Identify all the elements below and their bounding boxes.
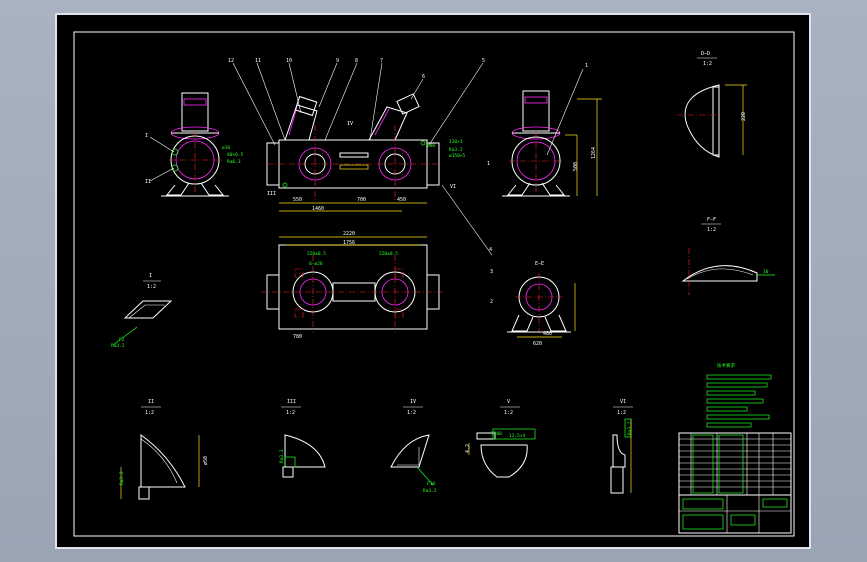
- leader-label: I: [145, 133, 148, 139]
- svg-text:F2: F2: [119, 337, 125, 343]
- dim-plan-width: 2220: [343, 231, 355, 237]
- section-title: VI: [620, 399, 626, 405]
- svg-text:3: 3: [490, 269, 493, 275]
- svg-text:Ra3.2: Ra3.2: [423, 488, 437, 494]
- section-scale: 1:2: [504, 410, 513, 416]
- svg-text:1460: 1460: [312, 206, 324, 212]
- svg-text:4.2: 4.2: [465, 444, 471, 453]
- section-title: V: [507, 399, 510, 405]
- part-number: 6: [422, 74, 425, 80]
- svg-text:220±0.5: 220±0.5: [379, 251, 398, 257]
- section-title: D—D: [701, 51, 710, 57]
- svg-text:2: 2: [490, 299, 493, 305]
- plan-view: 2220 1756 220±0.5 220±0.5 8-ø28 780: [261, 231, 445, 340]
- svg-text:VI: VI: [450, 184, 456, 190]
- svg-text:4: 4: [489, 247, 492, 253]
- section-scale: 1:2: [617, 410, 626, 416]
- technical-requirements: 技术要求: [706, 362, 772, 428]
- svg-text:480: 480: [543, 331, 552, 337]
- sheet-border: [73, 31, 795, 537]
- part-number: 12: [228, 58, 234, 64]
- left-end-view: I II ø16 80×0.5 Ra6.3: [145, 92, 244, 197]
- front-view: 550 700 450 1460 12 11 10 9 8 7 6: [228, 58, 493, 256]
- section-ff: F—F 1:2 10: [681, 217, 775, 295]
- svg-text:120×1: 120×1: [449, 139, 463, 145]
- part-number: 11: [255, 58, 261, 64]
- svg-text:550: 550: [293, 197, 302, 203]
- svg-text:ø150×5: ø150×5: [449, 153, 466, 159]
- svg-text:12.5×4: 12.5×4: [509, 433, 526, 439]
- leader-label: II: [145, 179, 151, 185]
- section-title: III: [287, 399, 296, 405]
- part-number: 10: [286, 58, 292, 64]
- svg-text:1: 1: [487, 161, 490, 167]
- svg-text:620: 620: [533, 341, 542, 347]
- svg-text:III: III: [267, 191, 276, 197]
- svg-text:ø80: ø80: [427, 143, 435, 149]
- svg-text:ø50: ø50: [203, 456, 209, 465]
- detail-vi: VI 1:2 Ra3.2: [610, 399, 633, 494]
- right-end-view: 1264 500 1 1: [487, 63, 602, 197]
- detail-iii: III 1:2 Ra3.2: [279, 399, 326, 478]
- detail-v: V 1:2 3200 12.5×4 4.2: [465, 399, 536, 478]
- leader-right-1: 1: [585, 63, 588, 69]
- detail-ii: II 1:2 Ra3.2 ø50: [119, 399, 209, 500]
- dim-plan-inner: 1756: [343, 240, 355, 246]
- section-scale: 1:2: [407, 410, 416, 416]
- section-title: IV: [410, 399, 416, 405]
- svg-text:F10: F10: [427, 481, 435, 487]
- svg-text:Ra3.2: Ra3.2: [119, 471, 125, 485]
- section-title: F—F: [707, 217, 716, 223]
- weld-symbol: ø16: [222, 145, 230, 151]
- notes-title: 技术要求: [717, 362, 735, 369]
- svg-text:Ra3.2: Ra3.2: [627, 421, 633, 435]
- svg-text:700: 700: [357, 197, 366, 203]
- svg-text:780: 780: [293, 334, 302, 340]
- detail-iv: IV 1:2 F10 Ra3.2: [390, 399, 437, 494]
- svg-text:3200: 3200: [491, 431, 502, 437]
- section-scale: 1:2: [707, 227, 716, 233]
- drawing-canvas: I II ø16 80×0.5 Ra6.3: [73, 31, 795, 537]
- section-ee: E—E 620 480 3 2: [490, 261, 576, 347]
- section-dd: D—D 1:2 220: [677, 51, 747, 158]
- dim-right-height: 1264: [591, 147, 597, 159]
- section-scale: 1:2: [703, 61, 712, 67]
- title-block: [678, 432, 792, 534]
- part-number: 9: [336, 58, 339, 64]
- svg-text:450: 450: [397, 197, 406, 203]
- drawing-viewport[interactable]: I II ø16 80×0.5 Ra6.3: [55, 13, 811, 549]
- dim-right-small: 500: [573, 162, 579, 171]
- section-scale: 1:2: [286, 410, 295, 416]
- section-scale: 1:2: [147, 284, 156, 290]
- section-title: I: [149, 273, 152, 279]
- svg-text:8-ø28: 8-ø28: [309, 261, 323, 267]
- section-title: E—E: [535, 261, 544, 267]
- part-number: 7: [380, 58, 383, 64]
- svg-text:Ra3.2: Ra3.2: [111, 343, 125, 349]
- section-scale: 1:2: [145, 410, 154, 416]
- dim-dd: 220: [741, 112, 747, 121]
- detail-i: I 1:2 Ra3.2 F2: [111, 273, 173, 349]
- part-number: 5: [482, 58, 485, 64]
- svg-text:Ra3.2: Ra3.2: [449, 147, 463, 153]
- part-number: 8: [355, 58, 358, 64]
- svg-text:Ra3.2: Ra3.2: [279, 449, 285, 463]
- svg-text:10: 10: [763, 269, 769, 275]
- section-title: II: [148, 399, 154, 405]
- svg-text:IV: IV: [347, 121, 353, 127]
- svg-text:220±0.5: 220±0.5: [307, 251, 326, 257]
- weld-symbol: 80×0.5: [227, 152, 244, 158]
- weld-symbol: Ra6.3: [227, 159, 241, 165]
